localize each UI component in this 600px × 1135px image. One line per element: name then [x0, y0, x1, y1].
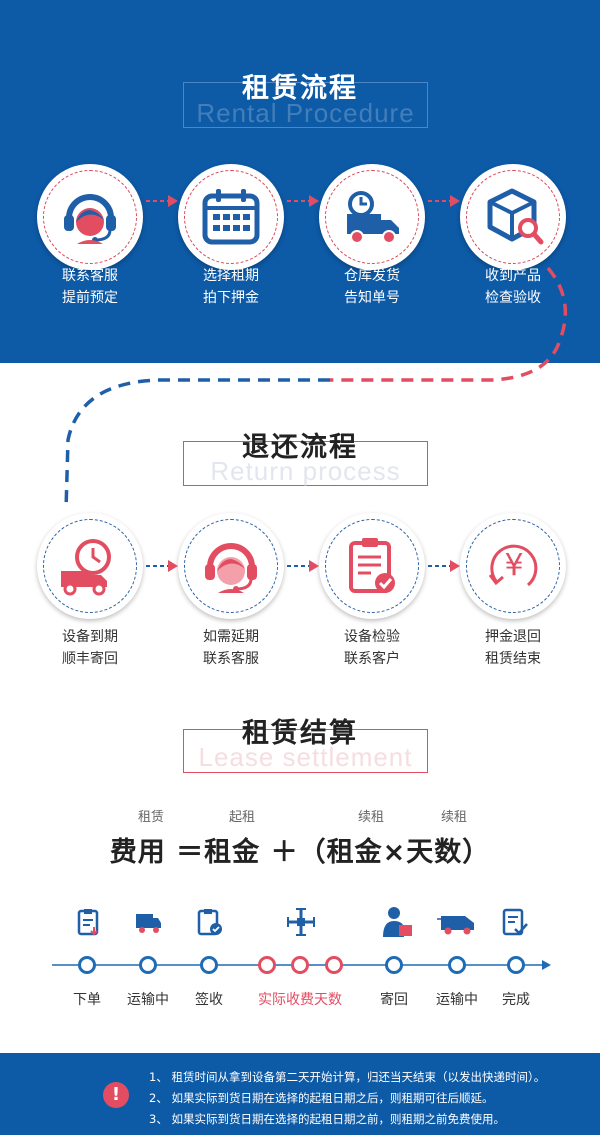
settlement-title: 租赁结算 — [242, 718, 358, 749]
return-step-2-label: 如需延期联系客服 — [203, 629, 259, 667]
svg-text:¥: ¥ — [504, 548, 523, 583]
rental-step-3-label: 仓库发货告知单号 — [344, 268, 400, 306]
return-title: 退还流程 — [242, 432, 358, 463]
note-3: 3、 如果实际到货日期在选择的起租日期之前，则租期之前免费使用。 — [149, 1112, 505, 1126]
timeline-dot-billing-1 — [258, 956, 276, 974]
settlement-subtitle: Lease settlement — [198, 742, 413, 772]
rental-title-frame — [183, 82, 428, 128]
rental-step-2-label: 选择租期拍下押金 — [203, 268, 259, 306]
notes-bar — [0, 1053, 600, 1135]
note-1: 1、 租赁时间从拿到设备第二天开始计算，归还当天结束（以发出快递时间）。 — [149, 1070, 546, 1084]
return-step-4: ¥ — [460, 513, 566, 619]
drone-icon — [287, 908, 315, 936]
timeline-label-transport-back: 运输中 — [436, 992, 478, 1008]
process-connector-line — [64, 266, 568, 511]
timeline-label-billing-days: 实际收费天数 — [258, 992, 342, 1008]
timeline-label-sign: 签收 — [195, 992, 223, 1008]
rental-title: 租赁流程 — [242, 73, 358, 104]
return-step-3 — [319, 513, 425, 619]
rental-step-1-label: 联系客服提前预定 — [62, 268, 118, 306]
rental-subtitle: Rental Procedure — [196, 98, 415, 128]
timeline-label-order: 下单 — [73, 992, 101, 1008]
rental-arrow-2 — [287, 195, 319, 207]
timeline-dot-billing-3 — [325, 956, 343, 974]
timeline-dot-done — [507, 956, 525, 974]
clock-truck-icon — [61, 539, 111, 596]
delivery-truck-icon — [347, 191, 399, 244]
notice-icon: ! — [103, 1082, 129, 1108]
order-clipboard-icon — [77, 909, 99, 936]
return-step-4-label: 押金退回租赁结束 — [485, 629, 541, 667]
timeline-dot-transport-back — [448, 956, 466, 974]
return-subtitle: Return process — [210, 456, 401, 486]
rental-arrow-1 — [146, 195, 178, 207]
timeline-dot-sign — [200, 956, 218, 974]
note-2: 2、 如果实际到货日期在选择的起租日期之后，则租期可往后顺延。 — [149, 1091, 494, 1105]
return-arrow-1 — [146, 560, 178, 572]
fee-formula: 费用 ＝租金 ＋（租金×天数） — [109, 837, 491, 868]
return-arrow-3 — [428, 560, 460, 572]
return-title-frame — [183, 441, 428, 486]
timeline-dot-transport — [139, 956, 157, 974]
clipboard-check-icon — [349, 538, 395, 593]
rental-step-1 — [37, 164, 143, 270]
timeline-label-transport: 运输中 — [127, 992, 169, 1008]
rental-step-4 — [460, 164, 566, 270]
return-arrow-2 — [287, 560, 319, 572]
yen-refund-icon: ¥ — [488, 544, 538, 587]
timeline-dot-billing-2 — [291, 956, 309, 974]
timeline-label-return: 寄回 — [380, 992, 408, 1008]
courier-box-icon — [383, 907, 412, 937]
return-step-1-label: 设备到期顺丰寄回 — [62, 629, 118, 667]
return-step-2 — [178, 513, 284, 619]
return-step-3-label: 设备检验联系客户 — [344, 629, 400, 667]
rental-step-4-label: 收到产品检查验收 — [485, 268, 541, 306]
rental-step-2 — [178, 164, 284, 270]
transport-truck-icon — [136, 914, 161, 933]
calendar-icon — [202, 189, 260, 245]
return-step-1 — [37, 513, 143, 619]
formula-note-start: 起租 — [229, 810, 256, 825]
van-icon — [437, 916, 474, 935]
formula-note-renew-2: 续租 — [441, 810, 468, 825]
headset-agent-icon — [205, 543, 257, 593]
formula-note-renew-1: 续租 — [358, 810, 385, 825]
sign-clipboard-icon — [197, 909, 222, 936]
rental-step-3 — [319, 164, 425, 270]
timeline-dot-order — [78, 956, 96, 974]
rental-arrow-3 — [428, 195, 460, 207]
timeline-dot-return — [385, 956, 403, 974]
timeline-label-done: 完成 — [502, 992, 530, 1008]
package-inspect-icon — [487, 188, 544, 245]
headset-agent-icon — [64, 194, 116, 244]
formula-note-rent: 租赁 — [138, 810, 165, 825]
done-document-icon — [502, 908, 528, 936]
settlement-title-frame — [183, 729, 428, 773]
